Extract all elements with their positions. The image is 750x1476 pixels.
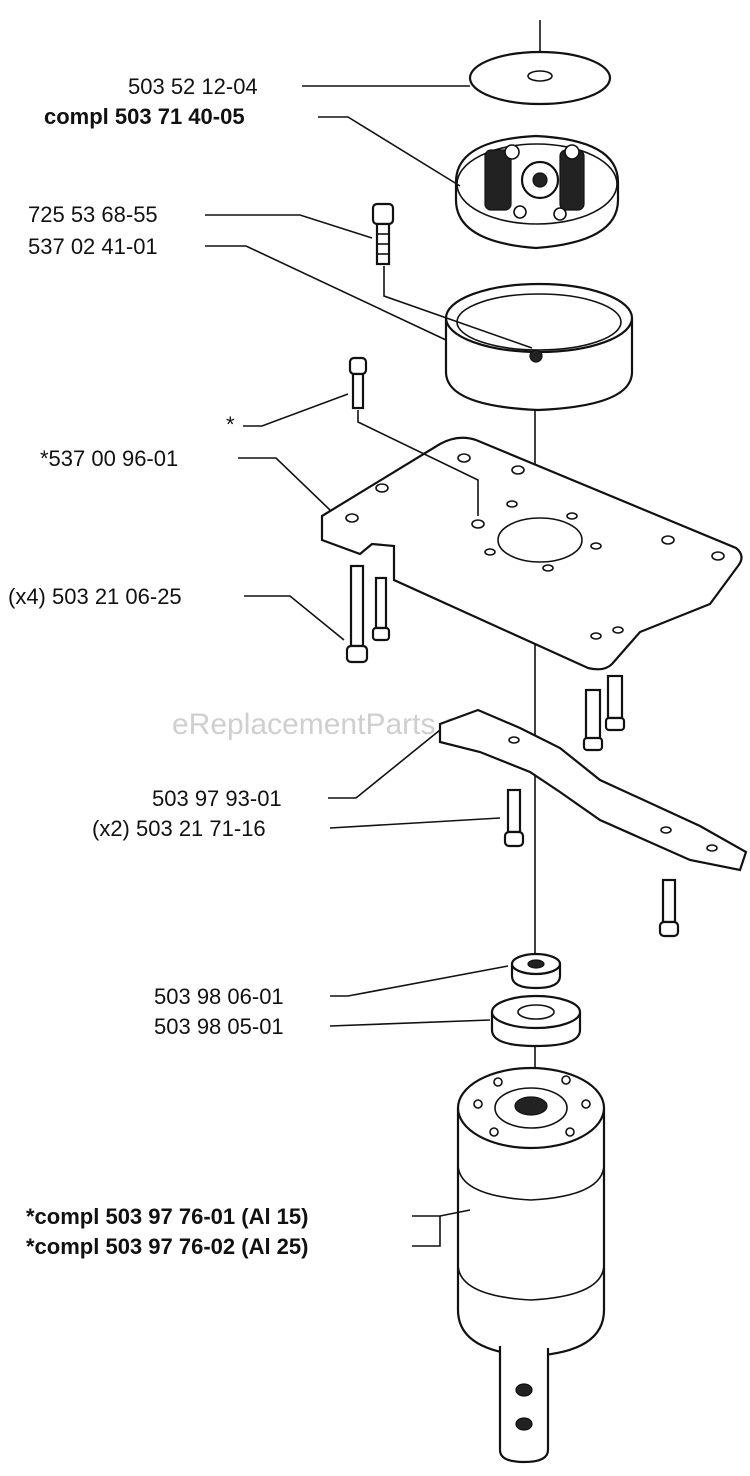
label-star: * xyxy=(226,412,235,437)
plate-screw-3 xyxy=(582,688,604,752)
label-725-53-68-55: 725 53 68-55 xyxy=(28,202,158,227)
leader-12-13 xyxy=(412,1209,471,1247)
label-503-98-05-01: 503 98 05-01 xyxy=(154,1014,284,1039)
label-compl-503-71-40-05: compl 503 71 40-05 xyxy=(44,104,245,129)
leader-11 xyxy=(329,1019,491,1027)
blade xyxy=(438,708,748,872)
motor xyxy=(456,1066,606,1464)
label-537-00-96-01: *537 00 96-01 xyxy=(40,446,178,471)
leader-6 xyxy=(238,457,331,511)
blade-screw-2 xyxy=(658,878,680,938)
label-x2-503-21-71-16: (x2) 503 21 71-16 xyxy=(92,816,266,841)
leader-9 xyxy=(329,817,501,829)
leader-3 xyxy=(205,214,373,239)
spacer-large xyxy=(490,994,582,1048)
label-compl-503-97-76-02: *compl 503 97 76-02 (Al 25) xyxy=(26,1234,308,1259)
clutch-assembly xyxy=(454,134,620,250)
leader-10 xyxy=(330,965,509,997)
spacer-small xyxy=(510,952,562,990)
blade-screw-1 xyxy=(503,788,525,848)
label-503-52-12-04: 503 52 12-04 xyxy=(128,74,258,99)
leader-8 xyxy=(328,729,441,799)
plate-screw-2 xyxy=(371,576,391,642)
label-compl-503-97-76-01: *compl 503 97 76-01 (Al 15) xyxy=(26,1204,308,1229)
label-537-02-41-01: 537 02 41-01 xyxy=(28,234,158,259)
label-503-98-06-01: 503 98 06-01 xyxy=(154,984,284,1009)
clutch-drum xyxy=(444,282,634,412)
mounting-plate xyxy=(320,436,743,671)
leader-2 xyxy=(318,116,461,187)
clutch-bolt xyxy=(371,202,395,266)
leader-5 xyxy=(243,393,349,427)
plate-bolt-star xyxy=(348,356,368,410)
top-washer-disc xyxy=(468,50,612,106)
leader-star-to-plate xyxy=(357,410,479,516)
label-503-97-93-01: 503 97 93-01 xyxy=(152,786,282,811)
plate-screw-1 xyxy=(345,564,369,664)
leader-4 xyxy=(205,245,447,341)
leader-bolt-to-drum xyxy=(383,266,533,349)
plate-screw-4 xyxy=(604,674,626,732)
label-x4-503-21-06-25: (x4) 503 21 06-25 xyxy=(8,584,182,609)
leader-7 xyxy=(244,595,345,641)
